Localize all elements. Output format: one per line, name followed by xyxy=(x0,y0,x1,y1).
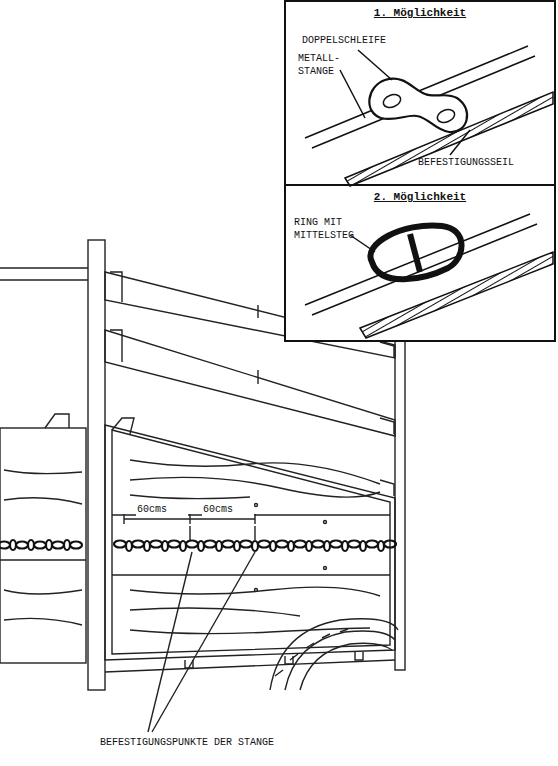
chain-link xyxy=(270,541,276,551)
chain-link xyxy=(144,541,150,551)
chain-link xyxy=(34,542,46,549)
chain-link xyxy=(240,541,252,548)
part-label: RING MIT MITTELSTEG xyxy=(294,216,358,242)
chain-link xyxy=(324,541,330,551)
chain-link xyxy=(258,541,270,548)
part-label: DOPPELSCHLEIFE xyxy=(302,34,412,47)
chain-link xyxy=(180,541,186,551)
chain-link xyxy=(204,541,216,548)
chain-link xyxy=(126,541,132,551)
note-label: BEFESTIGUNGSPUNKTE DER STANGE xyxy=(100,736,360,749)
part-label: METALL- STANGE xyxy=(298,52,354,78)
chain-link xyxy=(16,542,28,549)
chain-link xyxy=(150,541,162,548)
chain-link xyxy=(330,541,342,548)
chain-link xyxy=(70,542,82,549)
chain-link xyxy=(52,542,64,549)
chain-link xyxy=(348,541,360,548)
chain-link xyxy=(0,542,10,549)
chain-link xyxy=(342,541,348,551)
part-label: BEFESTIGUNGSSEIL xyxy=(418,156,538,169)
chain-link xyxy=(312,541,324,548)
option-title: 1. Möglichkeit xyxy=(286,7,554,19)
dimension: 60cms xyxy=(202,503,254,516)
chain-link xyxy=(162,541,168,551)
chain xyxy=(0,540,396,551)
dimension: 60cms xyxy=(136,503,188,516)
chain-link xyxy=(294,541,306,548)
chain-link xyxy=(378,541,384,551)
chain-link xyxy=(252,541,258,551)
chain-link xyxy=(216,541,222,551)
chain-link xyxy=(132,541,144,548)
chain-link xyxy=(198,541,204,551)
option-panel: 2. Möglichkeit xyxy=(284,184,556,342)
chain-link xyxy=(276,541,288,548)
chain-link xyxy=(222,541,234,548)
chain-link xyxy=(384,541,396,548)
chain-link xyxy=(168,541,180,548)
chain-link xyxy=(234,541,240,551)
chain-link xyxy=(288,541,294,551)
chain-link xyxy=(306,541,312,551)
chain-link xyxy=(360,541,366,551)
chain-link xyxy=(114,541,126,548)
chain-link xyxy=(366,541,378,548)
chain-link xyxy=(186,541,198,548)
option-title: 2. Möglichkeit xyxy=(286,191,554,203)
